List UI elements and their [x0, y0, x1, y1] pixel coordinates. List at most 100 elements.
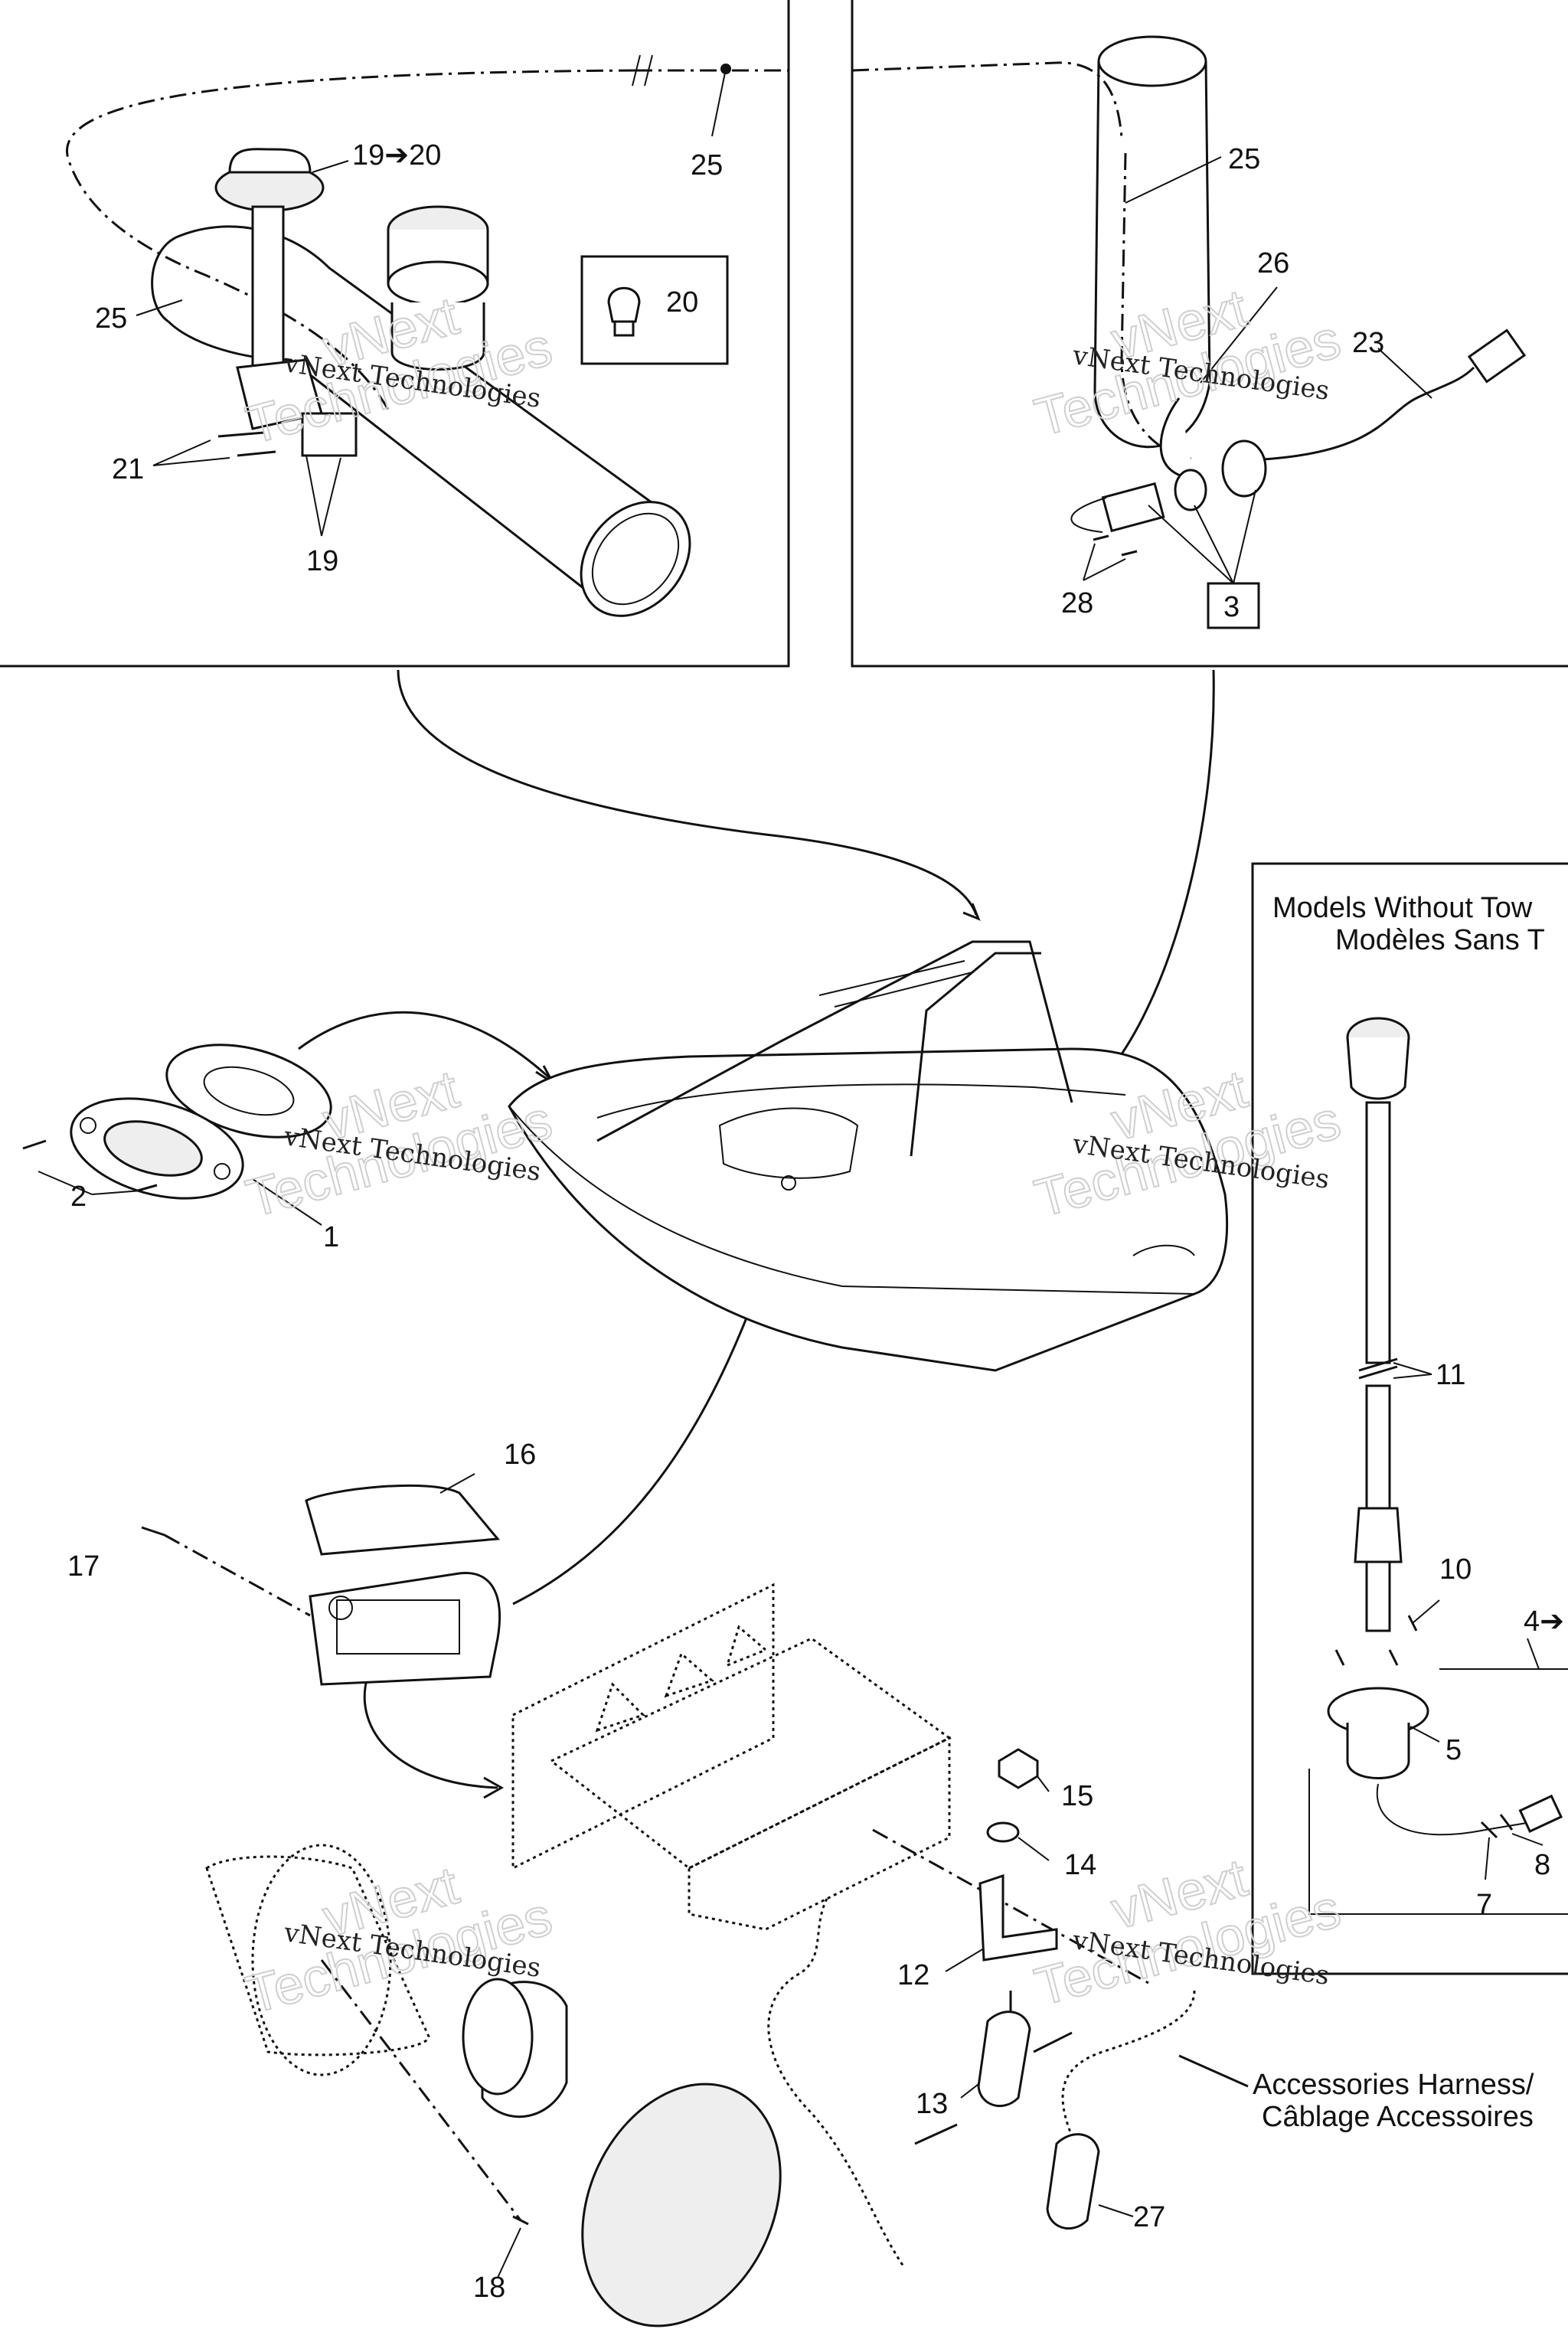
models-without-tower-panel-frame	[1251, 862, 1568, 1975]
stereo-faceplate	[309, 1571, 501, 1686]
wire-25-left-route	[66, 69, 636, 414]
leader-14	[1018, 1837, 1050, 1861]
arrow-clamp-lower	[914, 2123, 958, 2145]
callout-7: 7	[1476, 1889, 1492, 1921]
leader-1	[252, 1178, 322, 1226]
leader-19to20	[312, 160, 349, 173]
leader-5	[1410, 1726, 1440, 1743]
nav-light-dome	[228, 148, 312, 174]
connector-disc-2	[1174, 469, 1207, 511]
tow-tube-inner	[591, 512, 680, 606]
arrow-speaker-to-boat	[298, 1011, 553, 1081]
inner-panel-frame	[1308, 1769, 1568, 1915]
callout-5: 5	[1446, 1734, 1462, 1766]
speaker-gasket	[165, 1044, 332, 1138]
callout-25-left-side: 25	[95, 302, 127, 335]
modeles-sans-tour-label: Modèles Sans T	[1335, 924, 1545, 956]
harness-assembly	[767, 1898, 1249, 2267]
pole-light-lens	[1346, 1037, 1410, 1100]
boat-cleat	[781, 1175, 796, 1191]
leader-4-tick	[1527, 1638, 1540, 1670]
leader-19	[305, 455, 341, 537]
callout-14: 14	[1064, 1849, 1096, 1881]
speaker-grille	[581, 2082, 782, 2328]
callout-18: 18	[473, 2272, 505, 2304]
top-right-panel-frame	[851, 0, 1568, 668]
speaker-assembly	[22, 1044, 332, 1226]
leader-21	[152, 439, 230, 466]
tower-crossbar	[818, 960, 973, 1008]
boat	[508, 940, 1229, 1372]
leader-10	[1412, 1599, 1440, 1624]
leader-28	[1083, 543, 1126, 581]
wire-25-right-dash	[851, 61, 1123, 139]
boat-deck-line	[596, 1083, 1126, 1119]
boat-cockpit	[718, 1107, 859, 1179]
terminals-7-8	[1480, 1814, 1514, 1839]
radio-chassis-side	[688, 1736, 951, 1931]
speaker-screws-2	[22, 1139, 158, 1192]
arrowhead-1	[962, 903, 981, 921]
leader-3	[1148, 489, 1256, 584]
arrow-topright-to-boat	[1093, 669, 1215, 1089]
screw-17	[141, 1526, 165, 1537]
leader-23	[1377, 348, 1432, 399]
bracket-12	[978, 1873, 1058, 1962]
tow-tube-end-right	[580, 501, 691, 617]
callout-8: 8	[1534, 1849, 1550, 1881]
light-housing-base	[390, 302, 485, 371]
leader-26	[1200, 286, 1278, 384]
arrow-clamp-upper	[1033, 2031, 1073, 2053]
arrow-cover-to-radio	[363, 1676, 498, 1789]
stereo-display	[336, 1599, 460, 1655]
callout-27: 27	[1133, 2201, 1165, 2233]
leader-16	[439, 1473, 475, 1494]
pole-base-plug	[1518, 1794, 1563, 1834]
leader-15	[1037, 1775, 1050, 1792]
leader-27	[1098, 2204, 1134, 2217]
speaker-gasket-hole	[203, 1066, 295, 1116]
cablage-accessoires-label: Câblage Accessoires	[1262, 2101, 1534, 2133]
pole-connector	[1354, 1507, 1403, 1563]
callout-12: 12	[897, 1959, 929, 1991]
pole-lower	[1365, 1384, 1391, 1510]
bracket-bolt-axis	[872, 1828, 1149, 1984]
tower-frame-rear	[910, 952, 1041, 1157]
callout-20: 20	[666, 286, 698, 318]
speaker-enclosure-face	[251, 1844, 392, 2076]
text-labels: Models Without Tow Modèles Sans T Access…	[1253, 892, 1545, 2133]
tower-tube-body	[1093, 60, 1211, 449]
leader-12	[945, 1948, 985, 1972]
speaker-2-assembly	[205, 1844, 782, 2328]
accessories-harness-wire-2	[1061, 1990, 1196, 2137]
callout-13: 13	[916, 2088, 948, 2120]
connector-housing	[1101, 482, 1165, 533]
screws-21	[217, 431, 276, 457]
clamp-27-b	[1046, 2133, 1100, 2230]
arrow-topleft-to-boat	[397, 669, 978, 916]
leader-8	[1511, 1833, 1544, 1846]
nav-light-pole	[251, 205, 285, 369]
bulb-base	[613, 320, 635, 337]
callout-15: 15	[1061, 1780, 1093, 1812]
radio-arrow-marks	[595, 1625, 768, 1733]
pole-break	[1358, 1357, 1398, 1380]
callout-4: 4➔	[1524, 1606, 1564, 1638]
callout-10: 10	[1439, 1553, 1472, 1586]
wire-loop	[1070, 497, 1107, 533]
connector-disc-1	[1221, 439, 1267, 498]
accessories-harness-label: Accessories Harness/	[1253, 2069, 1534, 2101]
callout-16: 16	[504, 1439, 536, 1471]
top-left-panel-frame	[0, 0, 790, 668]
clamp-27-a	[977, 2011, 1031, 2108]
tower-tube-top	[1097, 35, 1207, 87]
callout-21: 21	[112, 453, 144, 485]
pole-base-wire	[1376, 1783, 1532, 1836]
stereo-cover-16	[305, 1484, 500, 1556]
harness-23	[1263, 366, 1475, 461]
washer-14	[986, 1821, 1020, 1843]
callout-26: 26	[1257, 247, 1289, 279]
callout-labels: 19➔20 20 25 25 21 19 25 26 23 28 3 2 1 1…	[67, 139, 1564, 2304]
callout-17: 17	[67, 1550, 100, 1583]
callout-19: 19	[306, 545, 338, 577]
